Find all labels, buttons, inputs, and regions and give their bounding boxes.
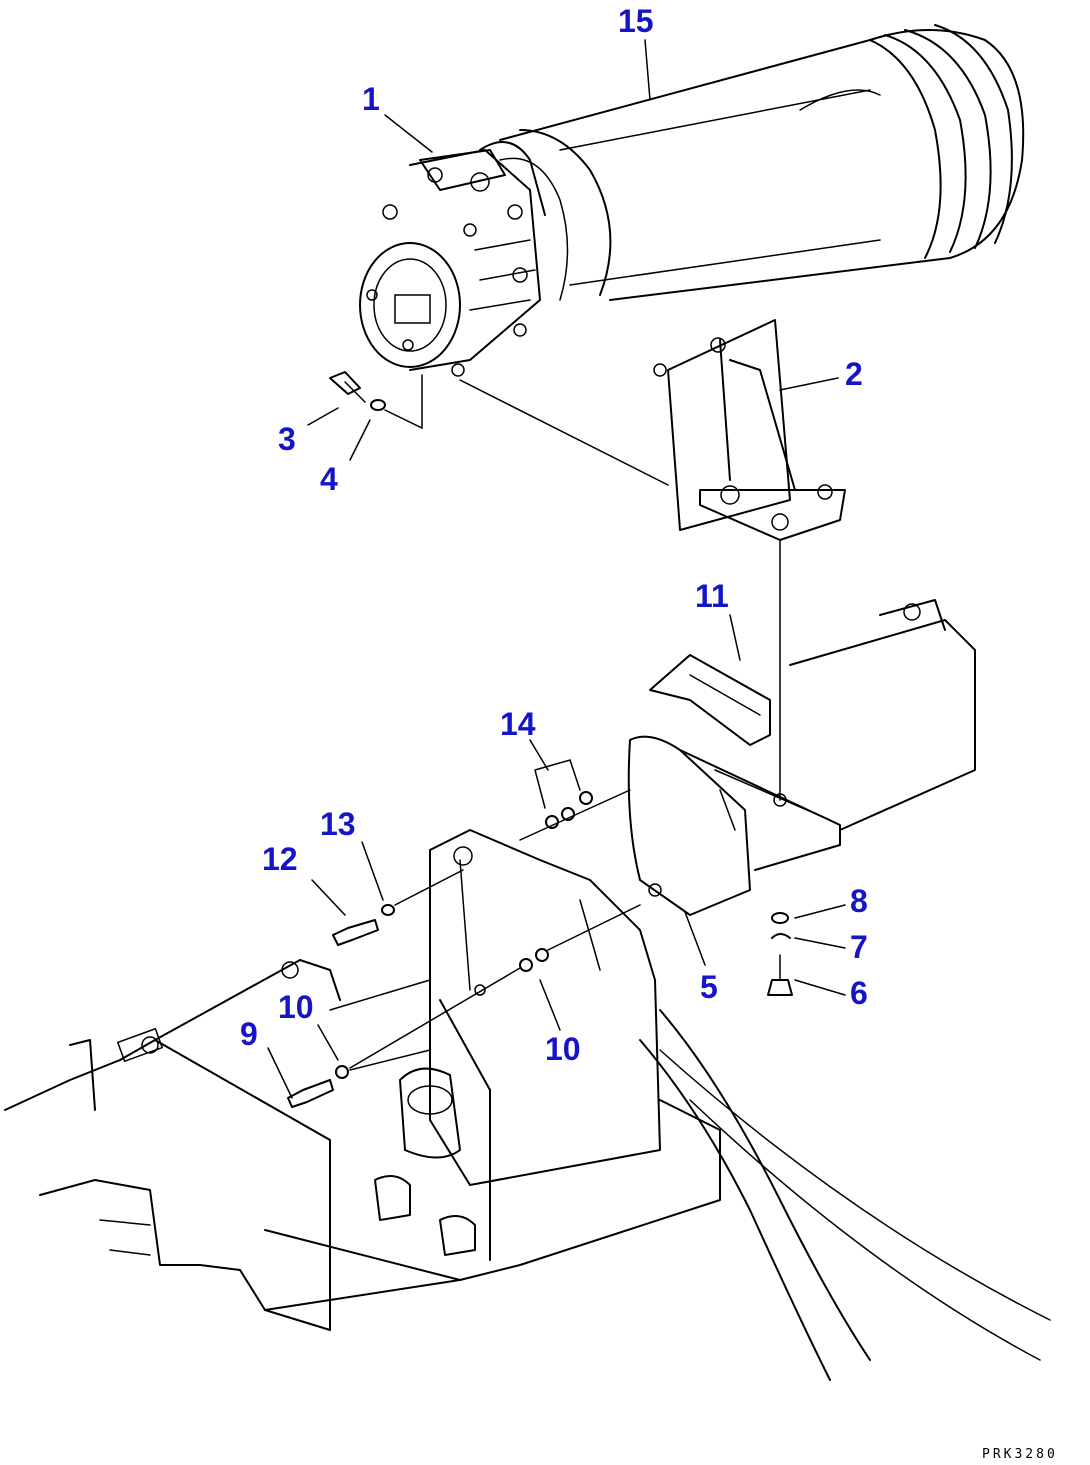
part-3-bolt <box>329 371 366 403</box>
part-8-washer <box>771 912 789 924</box>
part-1-pump <box>359 141 569 377</box>
assembly-line-bolt-12 <box>394 869 464 906</box>
part-12-bolt <box>332 919 379 946</box>
part-9-bolt <box>287 1079 334 1108</box>
part-5-adapter-plate <box>627 735 841 916</box>
leader-lines <box>267 39 846 1099</box>
part-10-washer-lower <box>335 1065 349 1079</box>
callout-15: 15 <box>618 3 654 39</box>
callout-8: 8 <box>850 883 868 919</box>
callout-13: 13 <box>320 806 356 842</box>
callout-6: 6 <box>850 975 868 1011</box>
drawing-code: PRK3280 <box>982 1447 1058 1462</box>
callout-10-right: 10 <box>545 1031 581 1067</box>
part-15-housing <box>499 24 1025 301</box>
callout-7: 7 <box>850 929 868 965</box>
part-7-spring-washer <box>771 933 791 939</box>
part-4-washer <box>370 399 386 411</box>
callout-10-left: 10 <box>278 989 314 1025</box>
callout-11: 11 <box>695 578 729 614</box>
part-11-support <box>649 654 771 746</box>
callout-5: 5 <box>700 969 718 1005</box>
part-13-washer <box>381 904 395 916</box>
transmission-frame <box>4 599 1051 1381</box>
assembly-line-bolt-9 <box>349 967 521 1069</box>
callout-1: 1 <box>362 81 380 117</box>
assembly-line-pump-bracket <box>459 379 669 486</box>
callout-2: 2 <box>845 356 863 392</box>
callout-12: 12 <box>262 841 298 877</box>
callout-3: 3 <box>278 421 296 457</box>
part-10-washer-upper <box>519 948 549 972</box>
assembly-line-washer-10 <box>547 904 641 951</box>
part-6-bolt <box>767 954 793 996</box>
part-14-shims <box>534 759 593 829</box>
callout-14: 14 <box>500 706 536 742</box>
part-2-bracket <box>653 319 846 541</box>
callout-9: 9 <box>240 1016 258 1052</box>
assembly-line-shims <box>519 789 631 841</box>
assembly-line-bolt <box>384 374 423 430</box>
callout-4: 4 <box>320 461 338 497</box>
